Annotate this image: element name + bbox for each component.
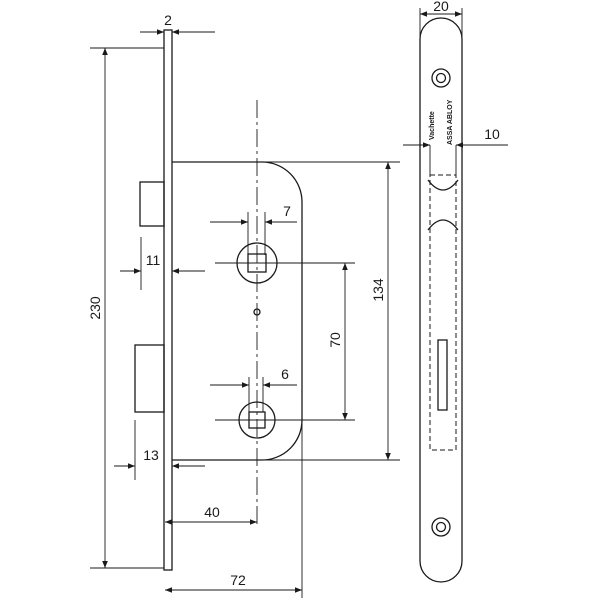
dim-10: 10 xyxy=(484,126,500,142)
dim-7: 7 xyxy=(283,203,291,219)
pin-hole xyxy=(253,308,261,316)
dim-13: 13 xyxy=(143,447,159,463)
dim-11: 11 xyxy=(146,252,161,268)
dim-6: 6 xyxy=(281,366,289,382)
brand-logo-vachette: Vachette xyxy=(429,111,436,140)
side-view xyxy=(134,29,355,571)
latch-bolt xyxy=(139,181,165,227)
dead-bolt xyxy=(134,344,165,413)
dimensions: 20 10 2 230 134 70 7 6 11 xyxy=(87,0,508,598)
bolt-opening xyxy=(437,339,448,411)
latch-opening xyxy=(427,179,459,231)
dim-20: 20 xyxy=(433,0,449,14)
screw-hole-top xyxy=(431,68,451,88)
lock-case xyxy=(172,161,303,461)
dim-230: 230 xyxy=(87,296,103,320)
dim-134: 134 xyxy=(370,278,386,302)
faceplate-edge xyxy=(163,29,173,571)
front-view: Vachette ASSA ABLOY xyxy=(419,17,463,583)
case-outline-hidden xyxy=(429,174,457,451)
dim-2: 2 xyxy=(164,12,172,28)
dim-40: 40 xyxy=(204,504,220,520)
screw-hole-bottom xyxy=(431,517,451,537)
dim-70: 70 xyxy=(327,332,343,348)
dim-72: 72 xyxy=(230,572,246,588)
faceplate xyxy=(419,17,463,583)
brand-logo-assa-abloy: ASSA ABLOY xyxy=(447,99,454,145)
